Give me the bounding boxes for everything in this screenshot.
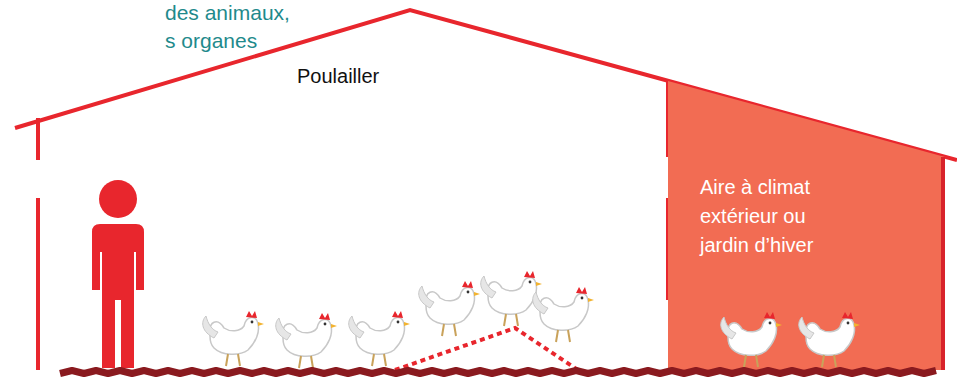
winter-garden-area: Aire à climat extérieur ou jardin d’hive… xyxy=(668,81,945,370)
area-label: Aire à climat extérieur ou jardin d’hive… xyxy=(700,173,860,260)
cropped-caption-text: des animaux, xyxy=(165,0,290,27)
coop-interior: Poulailler xyxy=(40,40,666,370)
cropped-caption-text: s organes xyxy=(165,26,257,55)
area-label: Poulailler xyxy=(297,62,497,91)
